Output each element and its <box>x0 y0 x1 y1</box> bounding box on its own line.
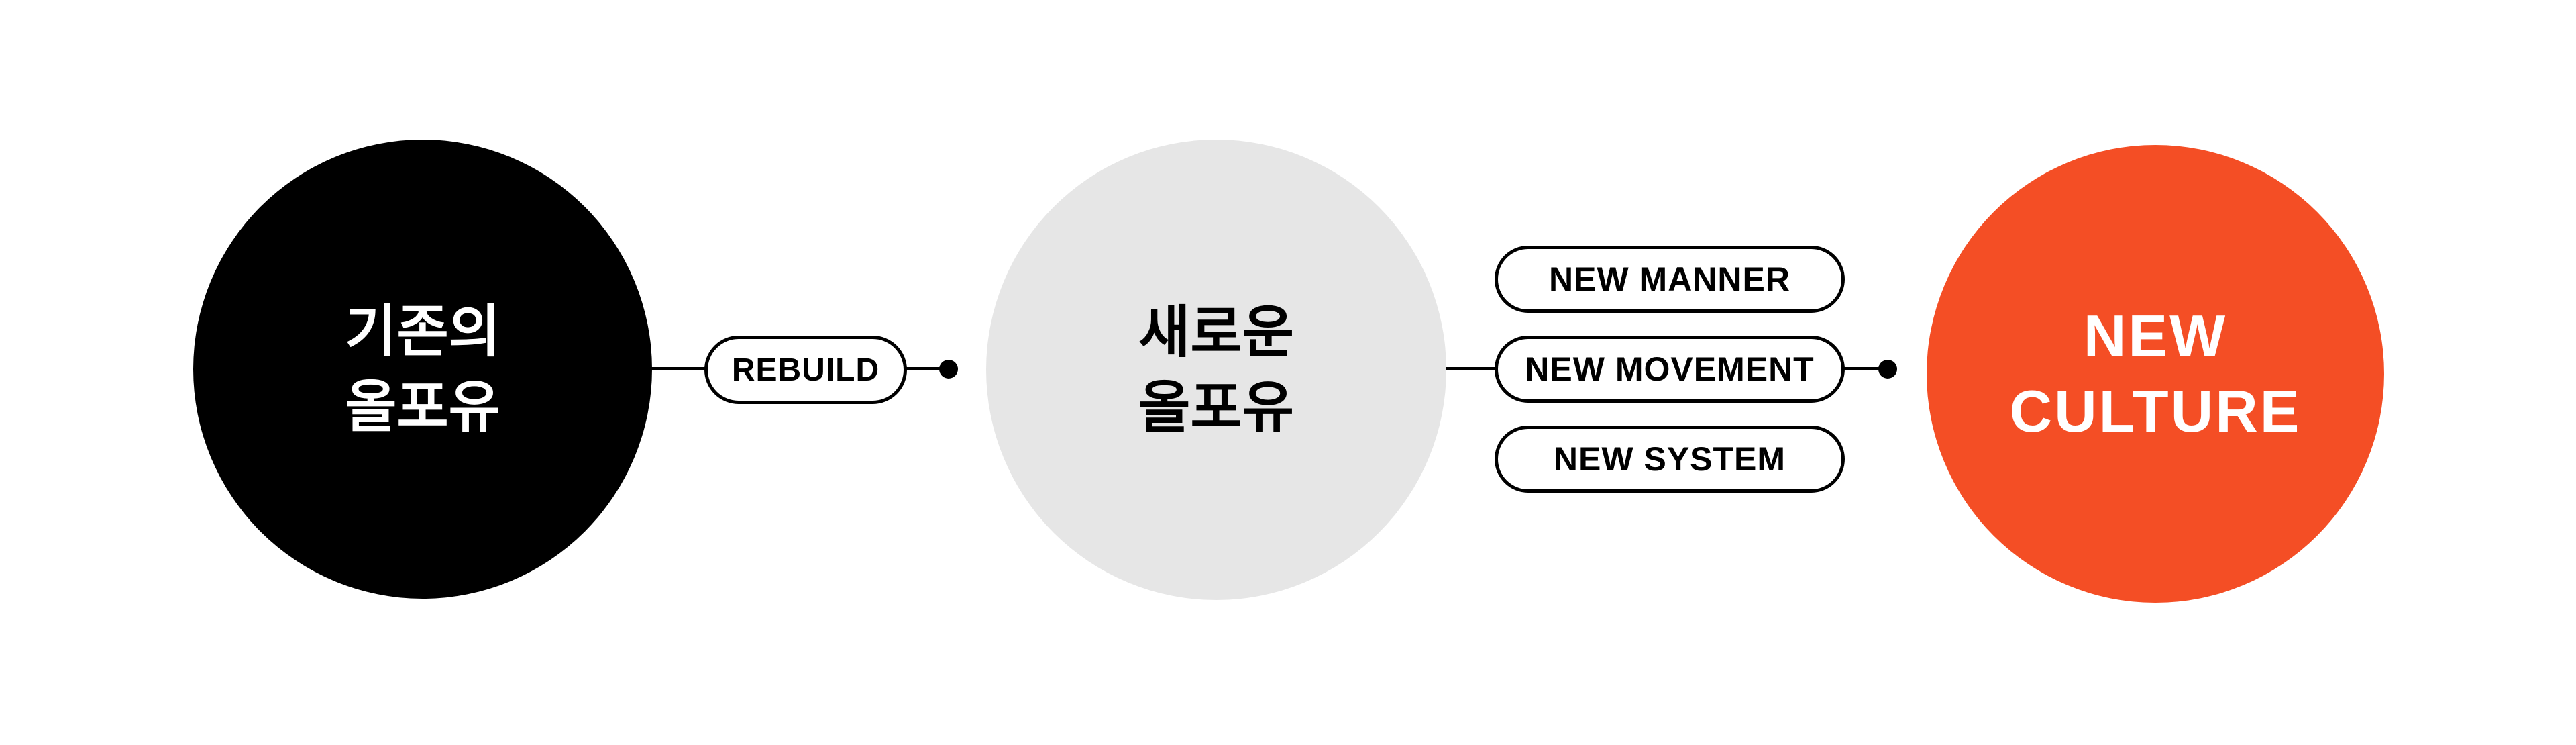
pillar-pill-system: NEW SYSTEM <box>1495 426 1845 493</box>
connector-line-new-to-pillars <box>1444 367 1496 370</box>
circle-new-line2: 올포유 <box>1138 375 1294 440</box>
pillar-label-manner: NEW MANNER <box>1549 260 1790 298</box>
pillar-pill-movement: NEW MOVEMENT <box>1495 336 1845 403</box>
connector-line-rebuild-to-dot <box>906 367 949 370</box>
circle-new-allforyou: 새로운 올포유 <box>986 140 1446 600</box>
rebuild-pill-label: REBUILD <box>731 352 880 388</box>
circle-new-line1: 새로운 <box>1138 299 1294 365</box>
circle-existing-line2: 올포유 <box>345 374 500 440</box>
circle-new-culture: NEW CULTURE <box>1927 145 2384 603</box>
rebuild-pill: REBUILD <box>704 336 907 404</box>
connector-line-pillars-to-dot <box>1843 367 1888 370</box>
connector-dot-pillars <box>1878 360 1897 379</box>
connector-line-old-to-rebuild <box>649 367 706 370</box>
pillar-pill-manner: NEW MANNER <box>1495 246 1845 313</box>
circle-culture-line2: CULTURE <box>2009 378 2302 444</box>
circle-existing-allforyou: 기존의 올포유 <box>193 140 652 599</box>
pillar-label-system: NEW SYSTEM <box>1553 440 1786 478</box>
pillar-label-movement: NEW MOVEMENT <box>1525 350 1815 388</box>
connector-dot-rebuild <box>939 360 958 379</box>
circle-existing-line1: 기존의 <box>345 299 500 364</box>
circle-culture-line1: NEW <box>2083 303 2228 369</box>
